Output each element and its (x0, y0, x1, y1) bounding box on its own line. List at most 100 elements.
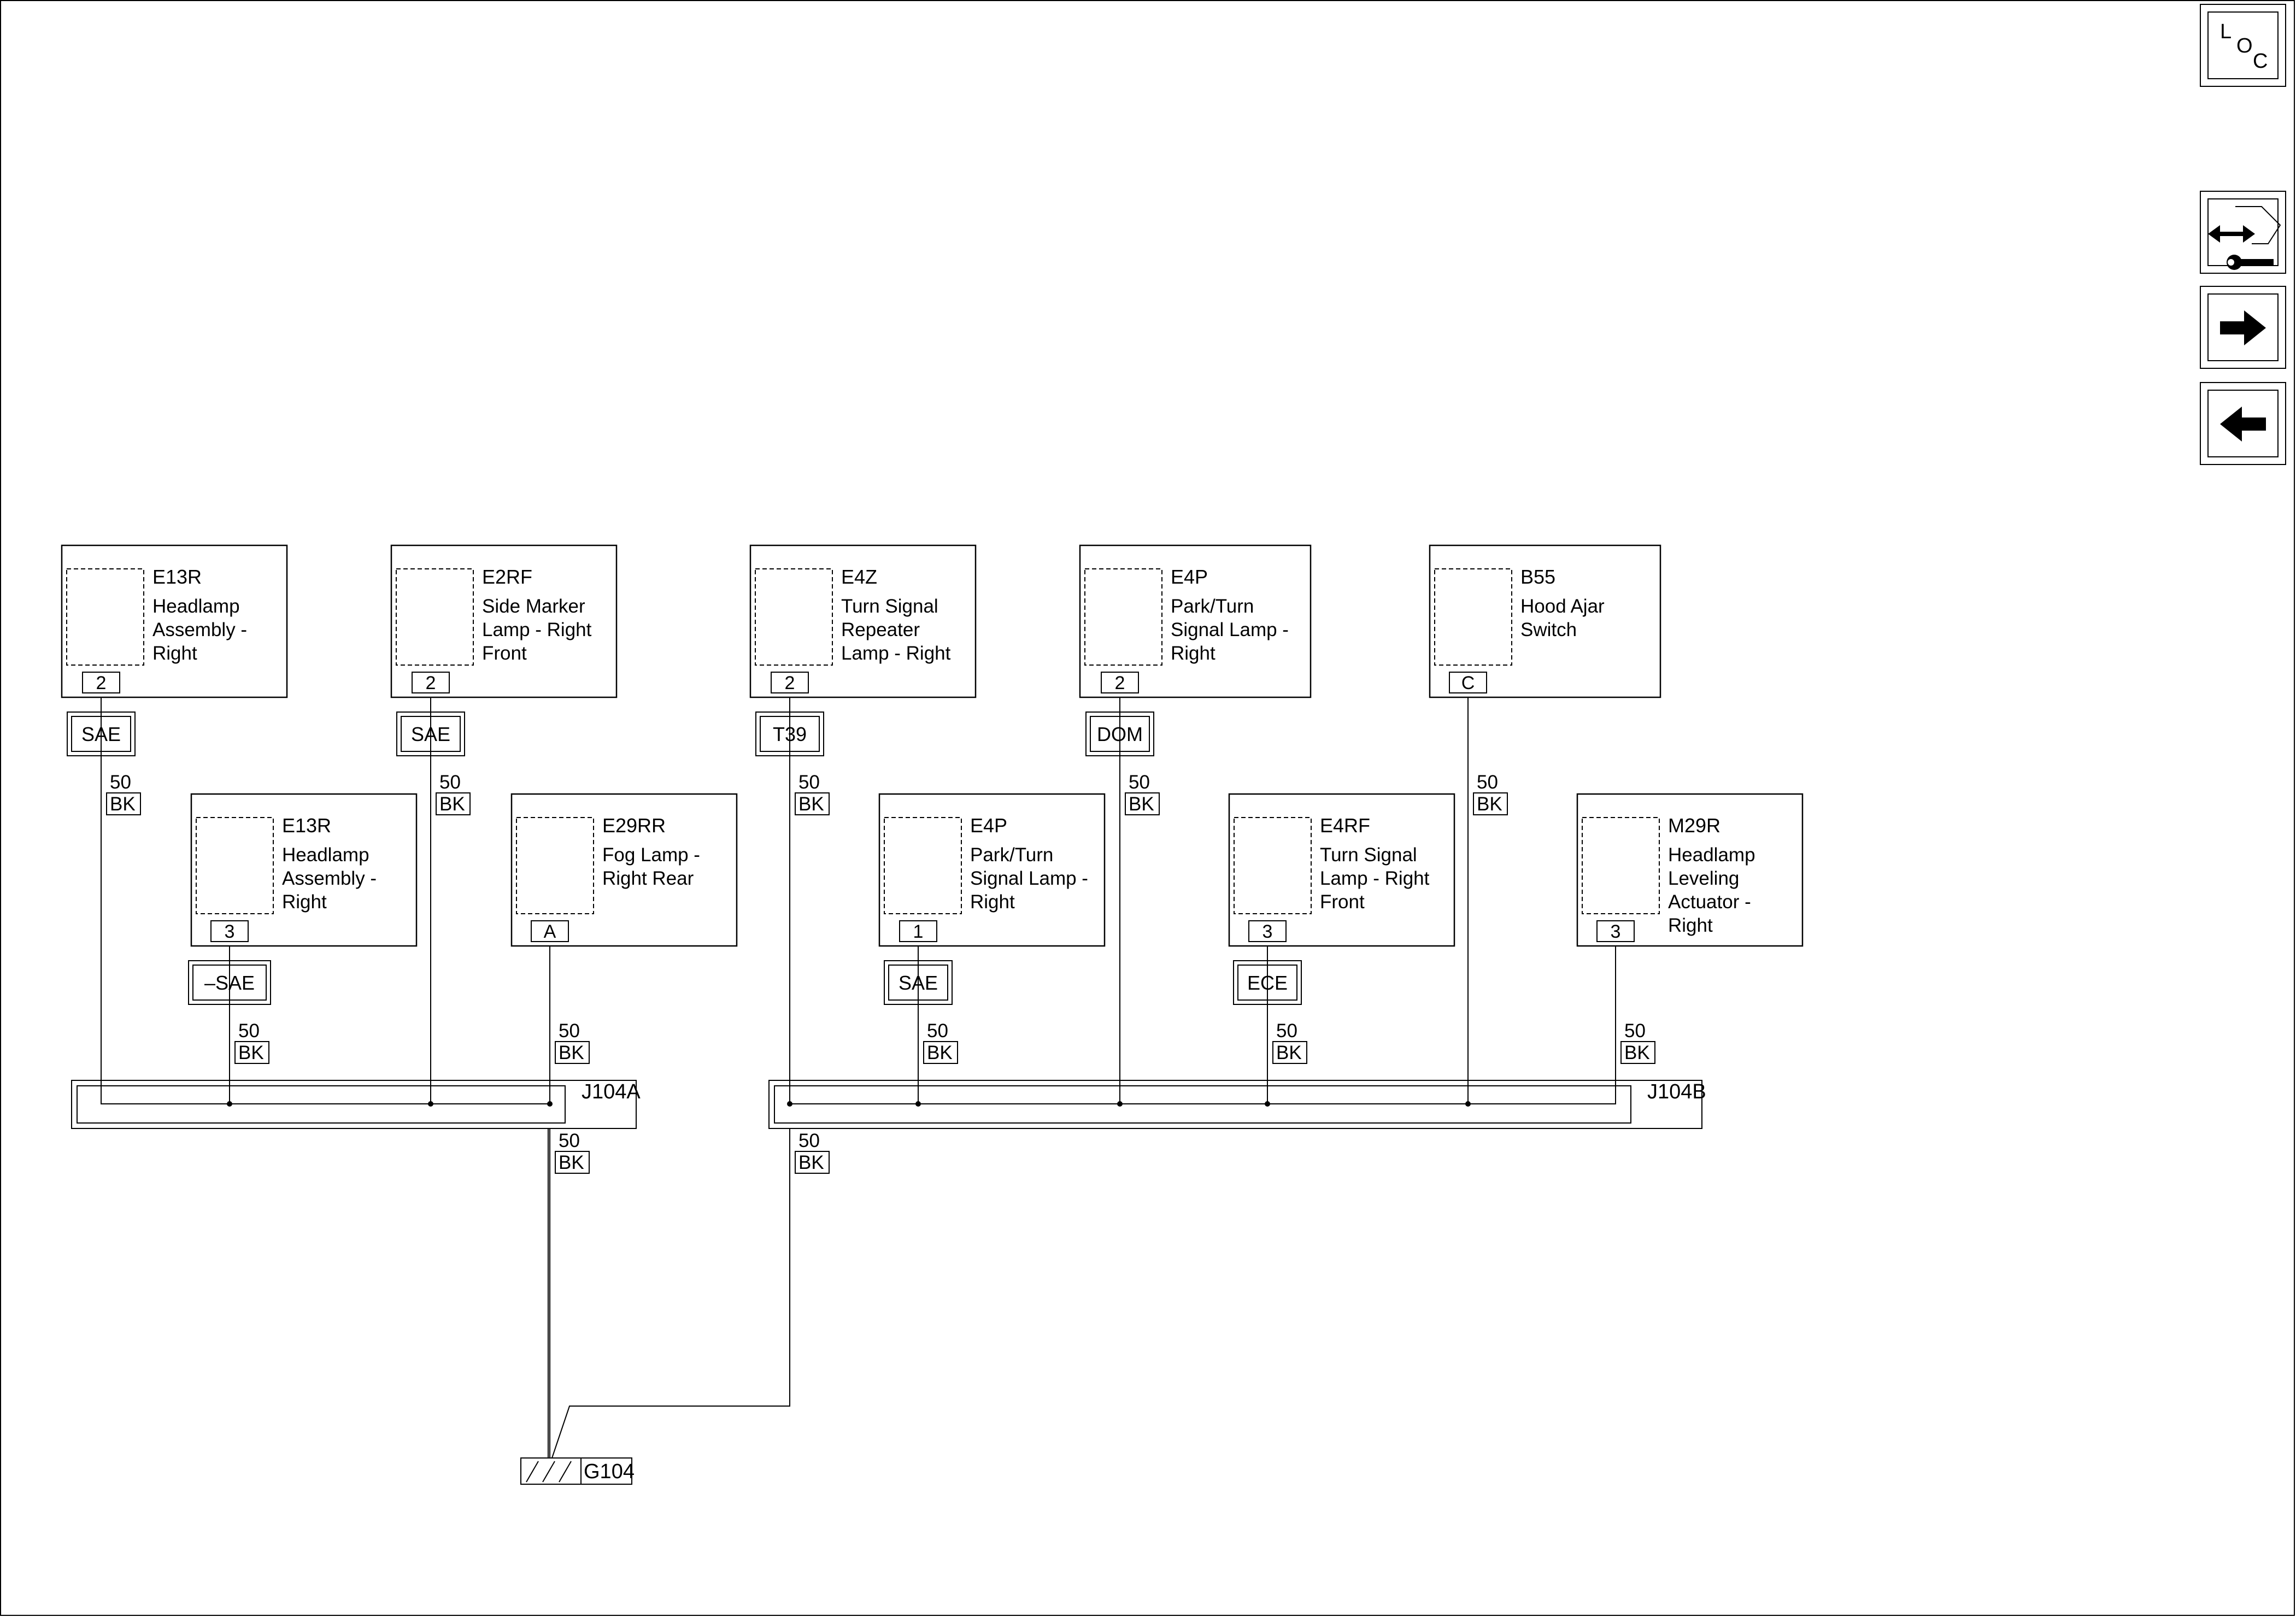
splice-inner (774, 1085, 1631, 1124)
splice-pack-j104b[interactable]: J104B (768, 1080, 1706, 1129)
ground-label: G104 (584, 1460, 635, 1483)
component-name-line: Assembly - (282, 868, 377, 889)
component-outline (749, 544, 977, 698)
component-name-line: Side Marker (482, 596, 585, 617)
component-name-line: Hood Ajar (1520, 596, 1605, 617)
arrow-left-icon (2220, 407, 2266, 442)
wire-color-label: BK (559, 1152, 584, 1173)
option-box-inner (71, 716, 131, 752)
option-box-inner (192, 965, 267, 1001)
ground-hatch (526, 1461, 539, 1483)
component-code: E29RR (602, 814, 666, 837)
splice-dot (787, 1101, 792, 1107)
pin-label: 2 (96, 673, 107, 693)
wire-size-label: 50 (439, 772, 461, 793)
wire-color-box (795, 1151, 830, 1174)
pin-box (1449, 672, 1487, 693)
loc-button[interactable]: LOC (2200, 4, 2286, 87)
component-symbol (1084, 568, 1162, 666)
wire-color-box (555, 1041, 590, 1064)
option-box-inner (401, 716, 461, 752)
splice-bus (789, 1083, 1616, 1104)
option-box-outer (1233, 960, 1302, 1005)
previous-page-button[interactable] (2200, 382, 2286, 465)
loc-letter: C (2253, 50, 2268, 73)
loc-icon: LOC (2220, 20, 2268, 73)
component-name-line: Actuator - (1668, 891, 1751, 913)
component-symbol (196, 817, 274, 914)
wire-size-label: 50 (238, 1020, 260, 1042)
wire-color-box (1125, 792, 1160, 815)
wire-color-box (1272, 1041, 1307, 1064)
component-symbol (884, 817, 962, 914)
wire-color-box (795, 792, 830, 815)
wire-color-label: BK (798, 793, 824, 815)
next-page-button[interactable] (2200, 286, 2286, 369)
wire-size-label: 50 (1129, 772, 1150, 793)
option-label: DOM (1097, 723, 1143, 745)
option-box-inner (1090, 716, 1150, 752)
component-name-line: Signal Lamp - (1171, 619, 1289, 640)
pin-box (210, 920, 249, 942)
pin-label: 1 (913, 921, 924, 942)
pin-box (1101, 672, 1139, 693)
component-code: E13R (152, 566, 202, 588)
wire-size-label: 50 (1276, 1020, 1297, 1042)
pin-label: 2 (785, 673, 795, 693)
splice-outer (768, 1080, 1702, 1129)
component-name-line: Right Rear (602, 868, 694, 889)
wire-color-label: BK (238, 1042, 264, 1063)
splice-pack-j104a[interactable]: J104A (71, 1080, 641, 1129)
component-code: E4Z (841, 566, 877, 588)
component-outline (1228, 793, 1455, 947)
component-name-line: Lamp - Right (482, 619, 592, 640)
wire-color-label: BK (798, 1152, 824, 1173)
component-name-line: Park/Turn (1171, 596, 1254, 617)
arrow-right-icon (2220, 310, 2266, 345)
component-name-line: Right (152, 643, 197, 664)
ground-hatch (559, 1461, 572, 1483)
component-symbol (396, 568, 474, 666)
component-symbol (66, 568, 144, 666)
component-symbol (1234, 817, 1312, 914)
component-name-line: Repeater (841, 619, 920, 640)
component-symbol (755, 568, 833, 666)
component-code: E2RF (482, 566, 532, 588)
ground-g104[interactable]: G104 (520, 1457, 635, 1485)
navigation-panel: LOC (2200, 4, 2286, 465)
option-box-outer (188, 960, 271, 1005)
splice-dot (227, 1101, 232, 1107)
component-symbol (1582, 817, 1660, 914)
connector-service-button[interactable] (2200, 191, 2286, 274)
component-name-line: Turn Signal (841, 596, 938, 617)
pin-label: A (544, 921, 556, 942)
wire-color-box (923, 1041, 958, 1064)
splice-bus (101, 1083, 550, 1104)
splice-dot (1465, 1101, 1471, 1107)
component-name-line: Headlamp (282, 844, 369, 866)
option-label: SAE (899, 972, 938, 994)
splice-packs: J104A J104B (71, 1080, 1706, 1129)
pin-box (412, 672, 450, 693)
component-name-line: Leveling (1668, 868, 1739, 889)
component-symbol (516, 817, 594, 914)
option-label: T39 (773, 723, 807, 745)
splice-dot (915, 1101, 921, 1107)
loc-letter: L (2220, 20, 2232, 43)
component-outline (390, 544, 618, 698)
ground-wire (551, 1128, 790, 1459)
pin-label: 3 (1611, 921, 1621, 942)
component-name-line: Front (1320, 891, 1365, 913)
